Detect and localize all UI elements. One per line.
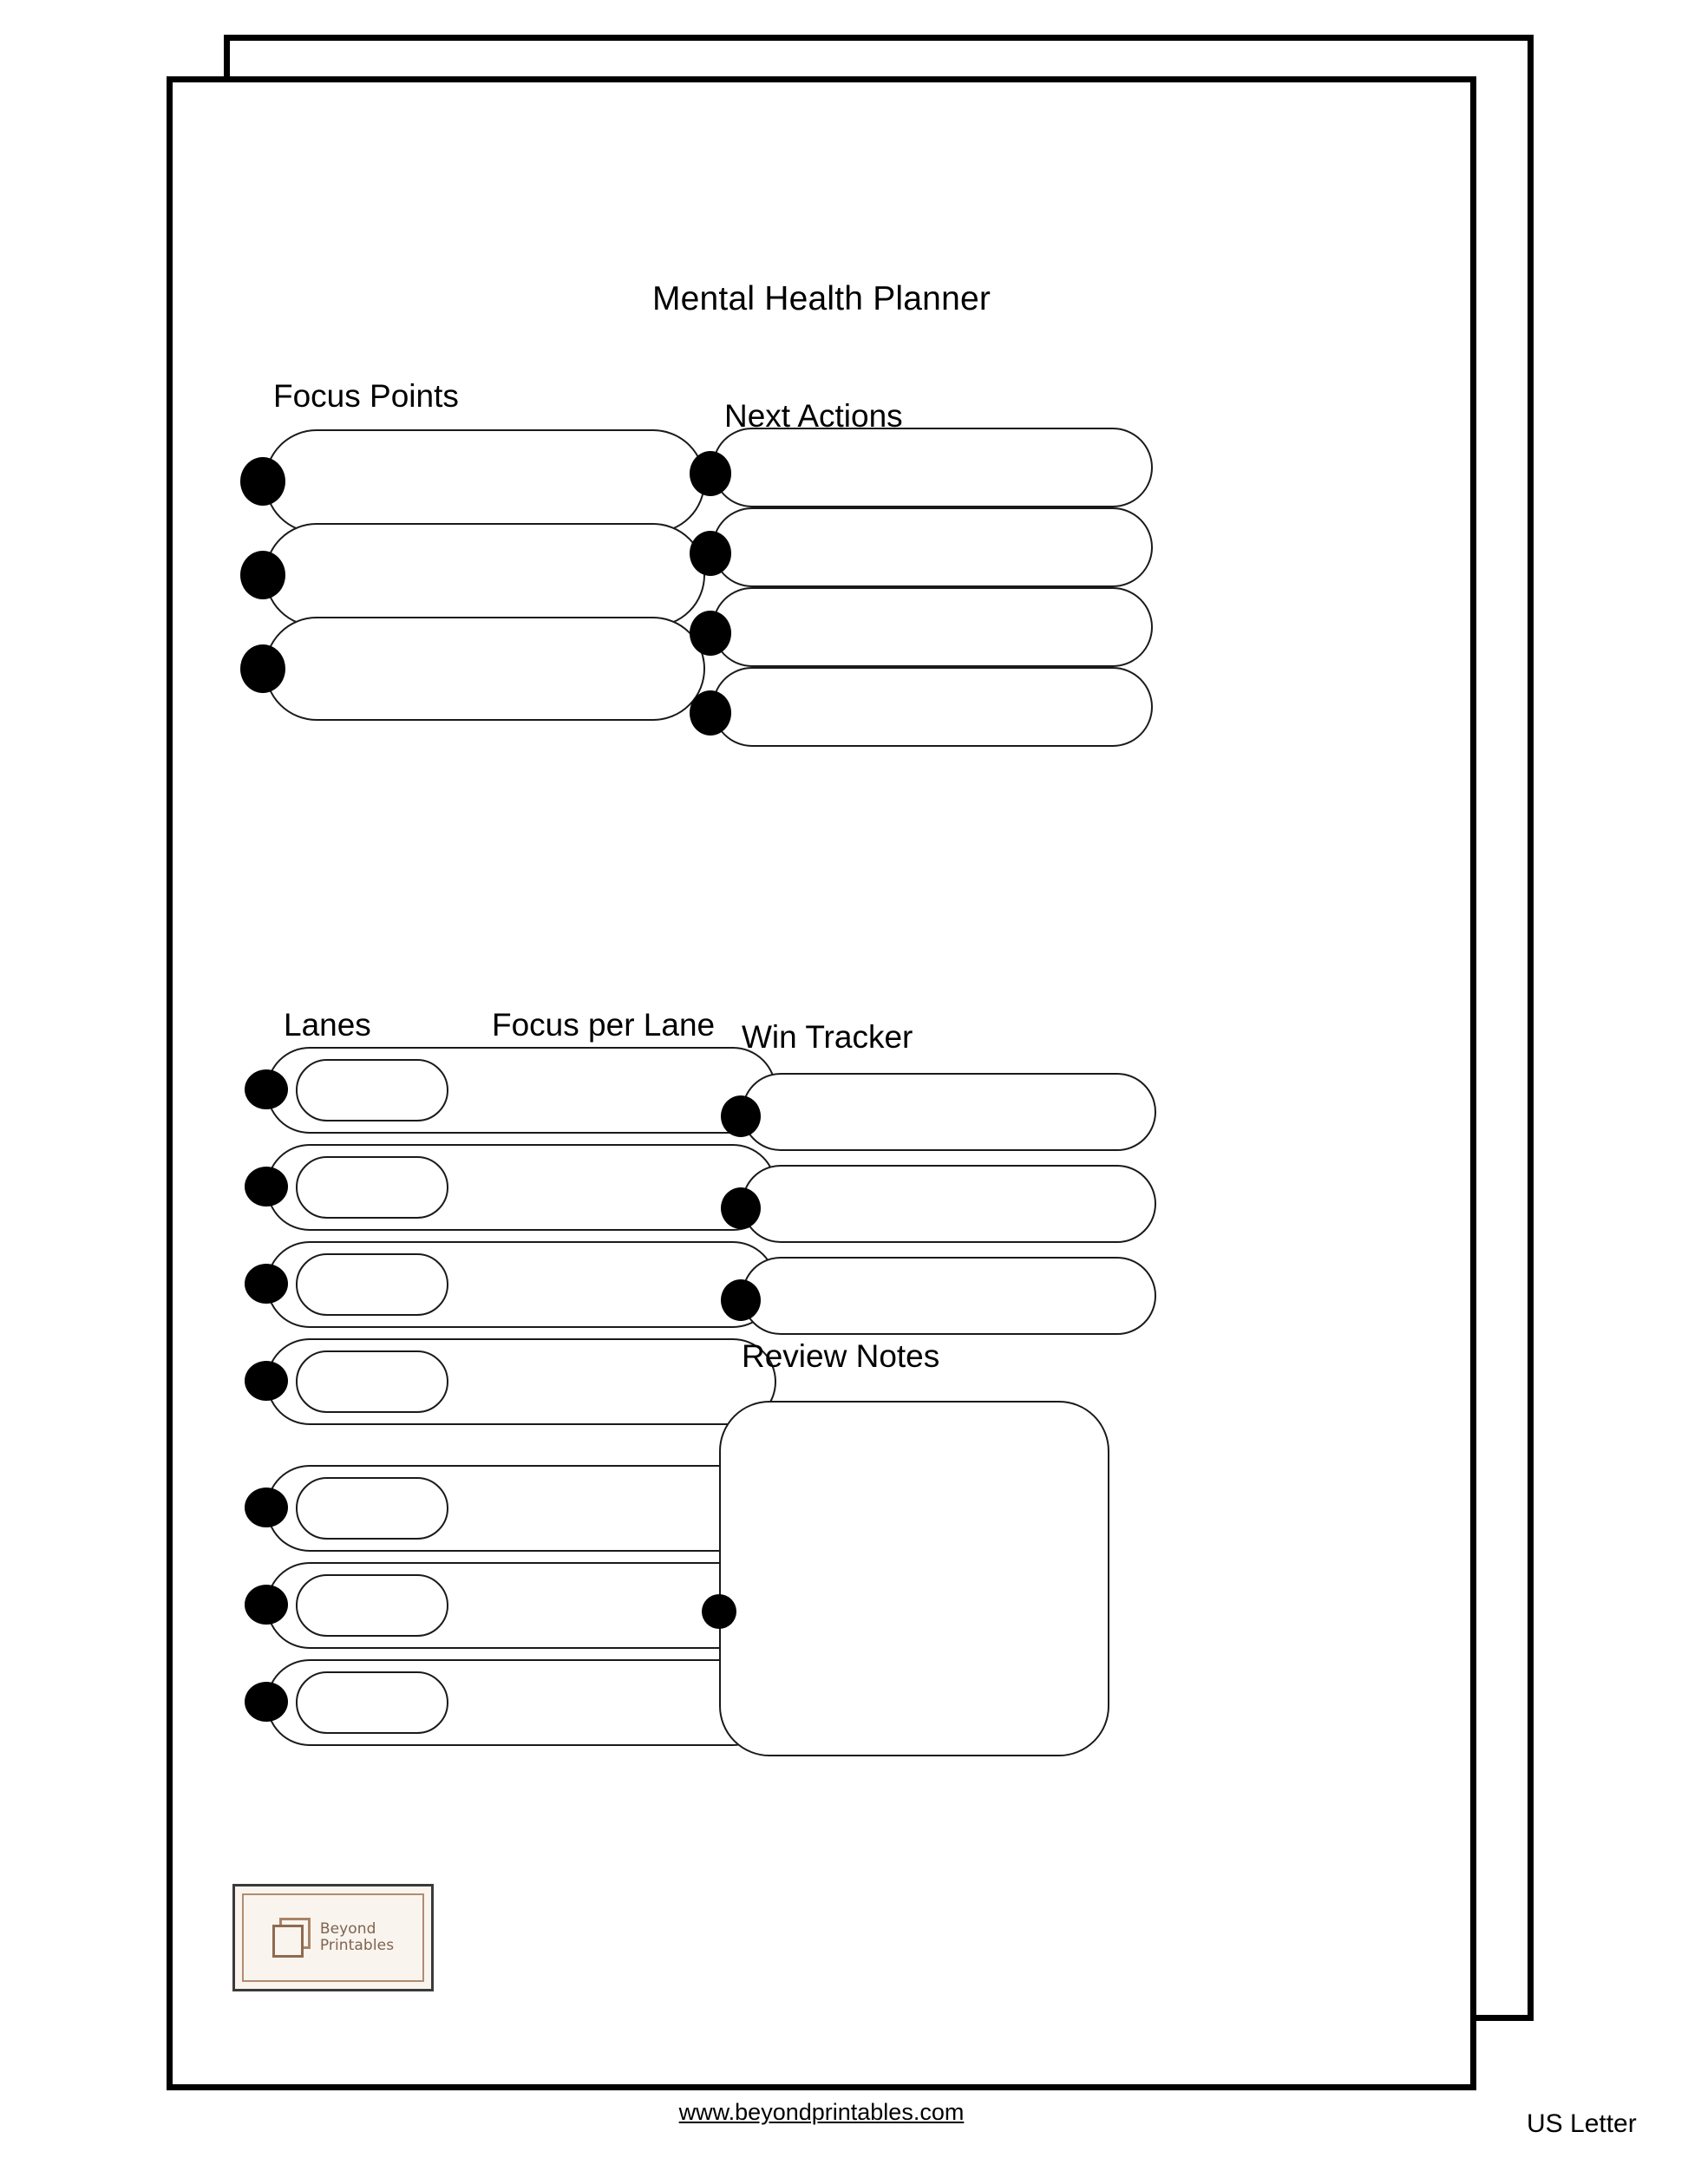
- bullet-icon: [245, 1361, 288, 1401]
- section-label-focus-points: Focus Points: [273, 378, 459, 414]
- bullet-icon: [721, 1187, 761, 1229]
- lane-name-field-6[interactable]: [296, 1574, 448, 1637]
- lane-name-field-3[interactable]: [296, 1253, 448, 1316]
- next-actions-row-3[interactable]: [712, 587, 1153, 667]
- bullet-icon: [245, 1167, 288, 1206]
- focus-points-row-1[interactable]: [265, 429, 705, 533]
- win-tracker-row-2[interactable]: [742, 1165, 1156, 1243]
- section-label-focus-per-lane: Focus per Lane: [492, 1007, 716, 1043]
- win-tracker-row-3[interactable]: [742, 1257, 1156, 1335]
- lane-name-field-4[interactable]: [296, 1350, 448, 1413]
- focus-points-row-2[interactable]: [265, 523, 705, 627]
- bullet-icon: [240, 644, 285, 693]
- brand-name-line-2: Printables: [319, 1937, 395, 1954]
- lane-name-field-7[interactable]: [296, 1671, 448, 1734]
- section-label-win-tracker: Win Tracker: [742, 1019, 913, 1055]
- stacked-pages-icon: [272, 1918, 312, 1958]
- bullet-icon: [245, 1264, 288, 1304]
- section-label-next-actions: Next Actions: [724, 398, 903, 434]
- bullet-icon: [690, 451, 731, 496]
- bullet-icon: [702, 1594, 736, 1629]
- brand-logo-frame: Beyond Printables: [242, 1893, 424, 1982]
- bullet-icon: [245, 1069, 288, 1109]
- next-actions-row-4[interactable]: [712, 667, 1153, 747]
- lane-name-field-2[interactable]: [296, 1156, 448, 1219]
- lane-name-field-1[interactable]: [296, 1059, 448, 1121]
- bullet-icon: [240, 551, 285, 599]
- bullet-icon: [245, 1488, 288, 1527]
- brand-logo-text: Beyond Printables: [320, 1921, 394, 1954]
- bullet-icon: [690, 531, 731, 576]
- focus-points-row-3[interactable]: [265, 617, 705, 721]
- bullet-icon: [245, 1585, 288, 1625]
- bullet-icon: [690, 690, 731, 736]
- next-actions-row-2[interactable]: [712, 507, 1153, 587]
- section-label-review-notes: Review Notes: [742, 1338, 940, 1374]
- bullet-icon: [690, 611, 731, 656]
- next-actions-row-1[interactable]: [712, 428, 1153, 507]
- paper-size-label: US Letter: [1527, 2109, 1637, 2138]
- brand-name-line-1: Beyond: [319, 1920, 376, 1938]
- page-sheet-front: Mental Health Planner Focus Points Next …: [167, 76, 1476, 2125]
- bullet-icon: [245, 1682, 288, 1722]
- section-label-lanes: Lanes: [284, 1007, 371, 1043]
- lane-name-field-5[interactable]: [296, 1477, 448, 1540]
- bullet-icon: [240, 457, 285, 506]
- bullet-icon: [721, 1095, 761, 1137]
- page-title: Mental Health Planner: [651, 280, 991, 317]
- win-tracker-row-1[interactable]: [742, 1073, 1156, 1151]
- bullet-icon: [721, 1279, 761, 1321]
- review-notes-field[interactable]: [719, 1401, 1109, 1756]
- brand-logo: Beyond Printables: [232, 1884, 434, 1991]
- website-url[interactable]: www.beyondprintables.com: [678, 2099, 965, 2125]
